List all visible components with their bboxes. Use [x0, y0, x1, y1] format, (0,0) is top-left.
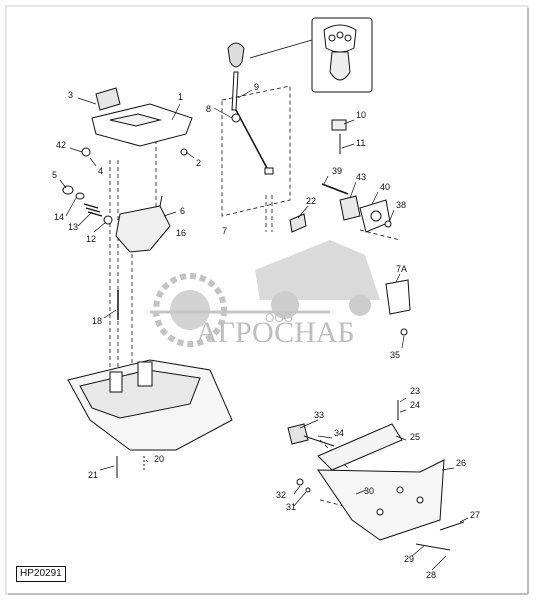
callout-42: 42 — [56, 140, 66, 150]
watermark: ООО АГРОСНАБ — [150, 240, 380, 349]
callout-13: 13 — [68, 222, 78, 232]
callout-26: 26 — [456, 458, 466, 468]
callout-30: 30 — [364, 486, 374, 496]
leader-lines — [59, 89, 469, 571]
spring-assembly — [62, 185, 171, 253]
callout-20: 20 — [154, 454, 164, 464]
callout-28: 28 — [426, 570, 436, 580]
callout-22: 22 — [306, 196, 316, 206]
callout-24: 24 — [410, 400, 420, 410]
callout-35: 35 — [390, 350, 400, 360]
callout-32: 32 — [276, 490, 286, 500]
callout-6: 6 — [180, 206, 185, 216]
callout-18: 18 — [92, 316, 102, 326]
callout-12: 12 — [86, 234, 96, 244]
callout-27: 27 — [470, 510, 480, 520]
callout-23: 23 — [410, 386, 420, 396]
callout-3: 3 — [68, 90, 73, 100]
callout-2: 2 — [196, 158, 201, 168]
callout-39: 39 — [332, 166, 342, 176]
callout-21: 21 — [88, 470, 98, 480]
callout-14: 14 — [54, 212, 64, 222]
callout-34: 34 — [334, 428, 344, 438]
callout-33: 33 — [314, 410, 324, 420]
callout-4: 4 — [98, 166, 103, 176]
callout-9: 9 — [254, 82, 259, 92]
callout-40: 40 — [380, 182, 390, 192]
callout-10: 10 — [356, 110, 366, 120]
knob-detail-inset — [249, 17, 373, 93]
reference-code: HP20291 — [16, 566, 66, 582]
base-housing — [67, 290, 233, 478]
callout-labels: 1 2 3 4 5 6 7 7A 8 9 10 11 12 13 14 16 1… — [52, 82, 480, 580]
shift-lever — [227, 42, 274, 175]
callout-29: 29 — [404, 554, 414, 564]
callout-43: 43 — [356, 172, 366, 182]
callout-11: 11 — [356, 138, 365, 148]
right-upper-parts — [289, 119, 411, 336]
callout-8: 8 — [206, 104, 211, 114]
callout-1: 1 — [178, 92, 183, 102]
callout-16: 16 — [176, 228, 186, 238]
callout-38: 38 — [396, 200, 406, 210]
watermark-name: АГРОСНАБ — [196, 316, 355, 349]
callout-31: 31 — [286, 502, 296, 512]
callout-7: 7 — [222, 226, 227, 236]
callout-5: 5 — [52, 170, 57, 180]
bracket-assembly — [287, 400, 465, 551]
callout-7a: 7A — [396, 264, 407, 274]
shift-plate — [81, 87, 193, 157]
callout-25: 25 — [410, 432, 420, 442]
watermark-company: ООО — [265, 311, 293, 325]
